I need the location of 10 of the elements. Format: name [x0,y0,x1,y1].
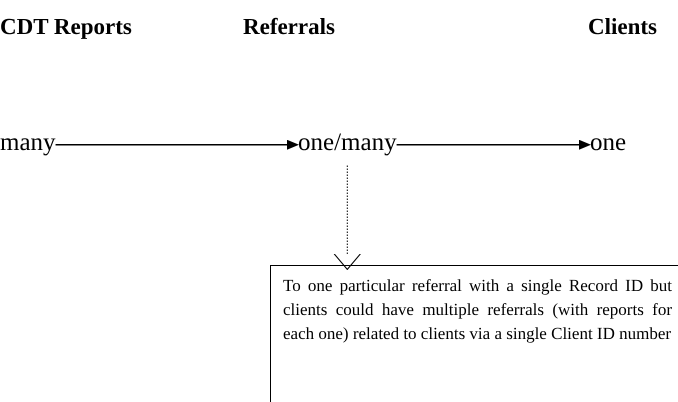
column-heading: Referrals [243,13,335,41]
arrow [56,140,299,150]
multiplicity-label: one [590,124,626,162]
column-heading: Clients [588,13,657,41]
multiplicity-label: many [0,124,56,162]
multiplicity-label: one/many [298,124,397,162]
note-box: To one particular referral with a single Record ID but clients could have multiple referrals (with reports for each one) related to clients via a single Client ID number [270,265,678,402]
column-heading: CDT Reports [0,13,132,41]
arrow [396,140,591,150]
arrow [334,165,361,270]
